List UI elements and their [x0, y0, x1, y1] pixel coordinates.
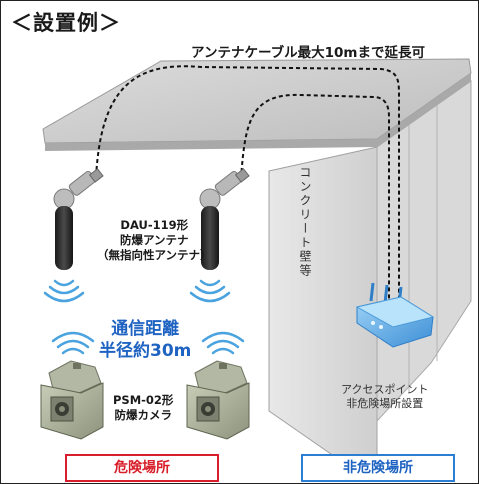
- antenna-pattern: （無指向性アンテナ）: [97, 248, 212, 262]
- camera-type: 防爆カメラ: [114, 408, 172, 422]
- camera-icon: [186, 360, 250, 440]
- comm-range: 通信距離 半径約30m: [99, 318, 191, 362]
- access-point-name: アクセスポイント: [341, 383, 429, 396]
- antenna-model: DAU-119形: [120, 218, 189, 232]
- wall-label: コンクリート壁等: [298, 166, 312, 278]
- antenna-cable: [95, 65, 400, 301]
- non-hazardous-zone-label: 非危険場所: [301, 454, 455, 482]
- camera-label: PSM-02形 防爆カメラ: [113, 393, 173, 423]
- antenna-type: 防爆アンテナ: [120, 233, 189, 247]
- wifi-wave-icon: [201, 331, 245, 355]
- wifi-wave-icon: [43, 279, 85, 303]
- comm-range-value: 半径約30m: [99, 341, 192, 361]
- comm-range-title: 通信距離: [111, 319, 180, 339]
- wifi-wave-icon: [51, 331, 95, 355]
- access-point-label: アクセスポイント 非危険場所設置: [341, 383, 428, 411]
- antenna-icon: [53, 168, 104, 270]
- antenna-icon: [199, 168, 250, 270]
- concrete-wall: [268, 146, 378, 462]
- page-title: ＜設置例＞: [11, 11, 121, 35]
- wifi-wave-icon: [189, 279, 231, 303]
- camera-icon: [40, 360, 104, 440]
- hazardous-zone-label: 危険場所: [65, 454, 219, 482]
- antenna-label: DAU-119形 防爆アンテナ （無指向性アンテナ）: [97, 218, 212, 263]
- access-point-icon: [355, 282, 435, 348]
- camera-model: PSM-02形: [113, 393, 174, 407]
- antenna-cable: [240, 93, 390, 303]
- ceiling-edge: [45, 73, 471, 151]
- access-point-location: 非危険場所設置: [346, 397, 424, 410]
- cable-note: アンテナケーブル最大10mまで延長可: [191, 45, 426, 61]
